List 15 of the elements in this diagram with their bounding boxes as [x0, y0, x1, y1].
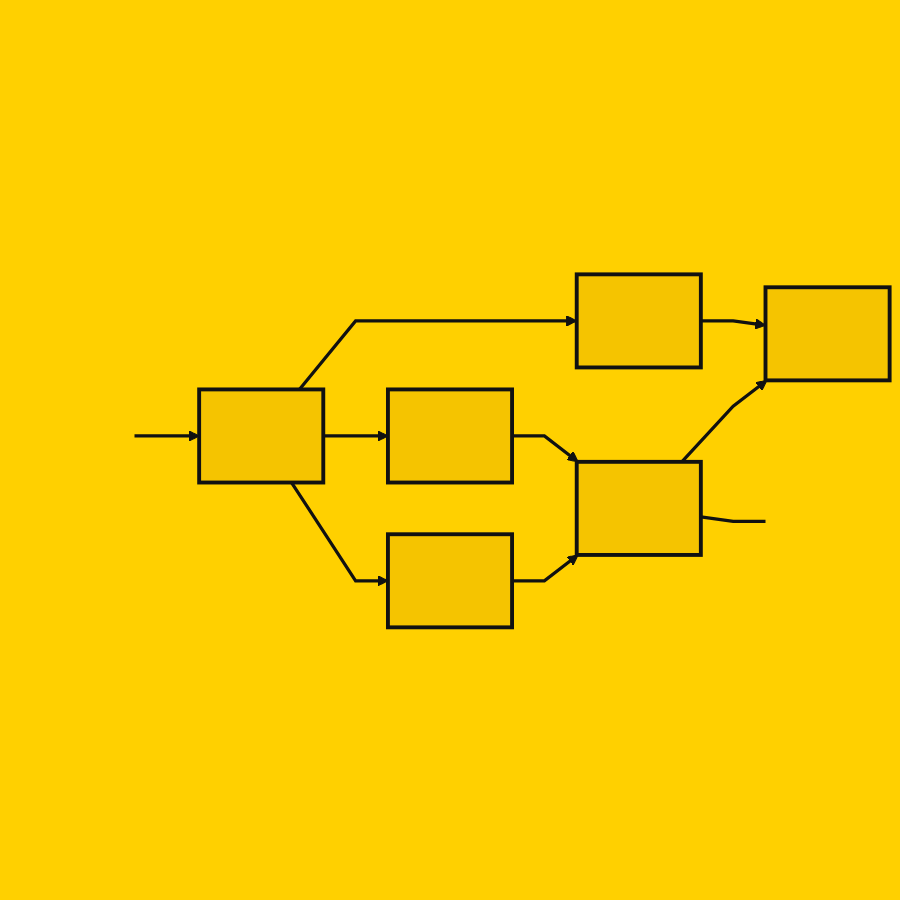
- arrow: [134, 429, 200, 441]
- node-box: [386, 531, 514, 629]
- node-box: [574, 271, 703, 369]
- node-box: [763, 284, 892, 382]
- connector: [700, 514, 766, 523]
- arrow: [680, 379, 768, 463]
- arrow: [512, 433, 579, 462]
- node-box: [386, 386, 514, 484]
- node-box: [574, 459, 703, 557]
- node-box: [197, 386, 326, 484]
- arrow: [700, 317, 766, 329]
- arrow: [290, 480, 389, 586]
- arrow: [323, 429, 389, 441]
- arrow: [298, 314, 578, 390]
- arrow: [512, 553, 579, 582]
